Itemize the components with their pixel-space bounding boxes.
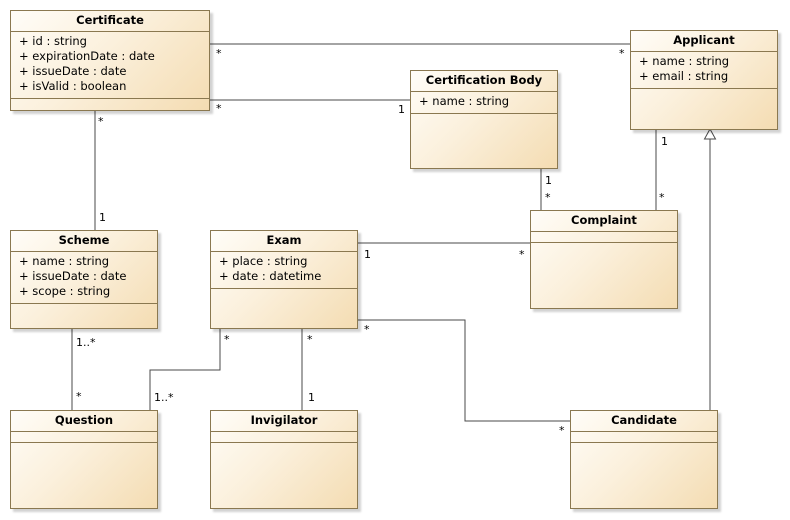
multiplicity-exam-question-from: * [224, 333, 230, 346]
multiplicity-exam-complaint-from: 1 [364, 248, 371, 261]
multiplicity-exam-complaint-to: * [519, 248, 525, 261]
class-scheme[interactable]: Scheme + name : string + issueDate : dat… [10, 230, 158, 329]
class-name: Candidate [571, 411, 717, 432]
attribute: + isValid : boolean [19, 79, 127, 93]
class-invigilator[interactable]: Invigilator [210, 410, 358, 509]
class-certificate[interactable]: Certificate + id : string + expirationDa… [10, 10, 210, 111]
attribute-list: + name : string [411, 92, 557, 114]
class-name: Scheme [11, 231, 157, 252]
attribute-list: + id : string + expirationDate : date + … [11, 32, 209, 99]
multiplicity-body-complaint-to: * [545, 191, 551, 204]
attribute-list [11, 432, 157, 443]
multiplicity-certificate-scheme-to: 1 [99, 211, 106, 224]
class-exam[interactable]: Exam + place : string + date : datetime [210, 230, 358, 329]
multiplicity-applicant-complaint-from: 1 [661, 135, 668, 148]
class-name: Invigilator [211, 411, 357, 432]
multiplicity-certificate-applicant-from: * [216, 47, 222, 60]
attribute: + place : string [219, 254, 308, 268]
multiplicity-certificate-body-from: * [216, 102, 222, 115]
multiplicity-exam-candidate-from: * [364, 323, 370, 336]
attribute-list: + place : string + date : datetime [211, 252, 357, 289]
class-name: Certificate [11, 11, 209, 32]
multiplicity-scheme-question-to: * [76, 390, 82, 403]
assoc-exam-candidate [358, 319, 570, 422]
class-applicant[interactable]: Applicant + name : string + email : stri… [630, 30, 778, 130]
multiplicity-exam-candidate-to: * [559, 424, 565, 437]
multiplicity-exam-question-to: 1..* [154, 391, 174, 404]
generalization-arrowhead [703, 127, 717, 140]
class-name: Exam [211, 231, 357, 252]
attribute-list [211, 432, 357, 443]
class-name: Complaint [531, 211, 677, 232]
multiplicity-body-complaint-from: 1 [545, 174, 552, 187]
attribute-list [531, 232, 677, 243]
class-name: Applicant [631, 31, 777, 52]
attribute: + name : string [19, 254, 110, 268]
class-candidate[interactable]: Candidate [570, 410, 718, 509]
multiplicity-applicant-complaint-to: * [659, 191, 665, 204]
attribute: + name : string [419, 94, 510, 108]
multiplicity-scheme-question-from: 1..* [76, 336, 96, 349]
class-question[interactable]: Question [10, 410, 158, 509]
multiplicity-certificate-scheme-from: * [98, 115, 104, 128]
multiplicity-exam-invigilator-from: * [307, 333, 313, 346]
attribute-list [571, 432, 717, 443]
multiplicity-certificate-body-to: 1 [398, 103, 405, 116]
attribute: + scope : string [19, 284, 111, 298]
attribute: + email : string [639, 69, 729, 83]
class-complaint[interactable]: Complaint [530, 210, 678, 309]
assoc-exam-question [149, 329, 221, 410]
attribute: + issueDate : date [19, 269, 127, 283]
multiplicity-exam-invigilator-to: 1 [308, 391, 315, 404]
attribute-list: + name : string + issueDate : date + sco… [11, 252, 157, 304]
attribute-list: + name : string + email : string [631, 52, 777, 89]
attribute: + issueDate : date [19, 64, 127, 78]
multiplicity-certificate-applicant-to: * [619, 47, 625, 60]
attribute: + name : string [639, 54, 730, 68]
class-certification-body[interactable]: Certification Body + name : string [410, 70, 558, 169]
attribute: + date : datetime [219, 269, 322, 283]
class-name: Question [11, 411, 157, 432]
attribute: + expirationDate : date [19, 49, 155, 63]
attribute: + id : string [19, 34, 87, 48]
class-name: Certification Body [411, 71, 557, 92]
